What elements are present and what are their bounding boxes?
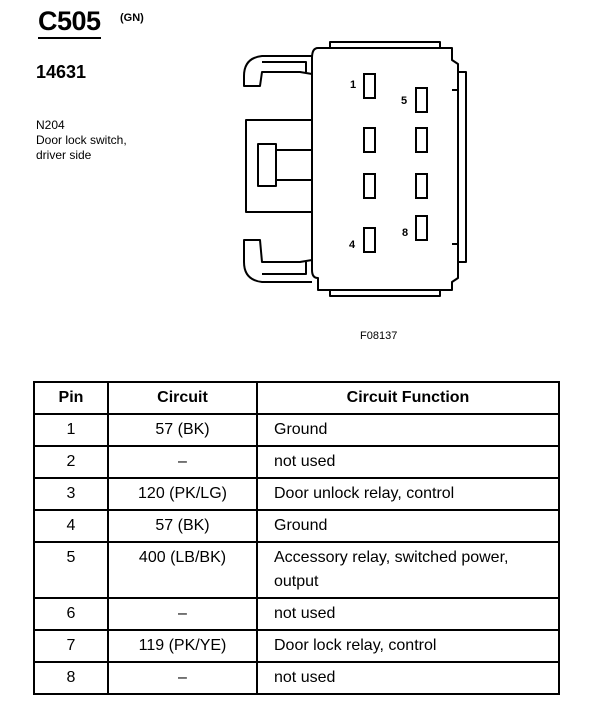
- connector-body: [311, 47, 459, 291]
- top-ridge: [329, 41, 441, 48]
- table-row: 2–not used: [33, 445, 560, 479]
- description-line: driver side: [36, 148, 92, 162]
- connector-description: N204 Door lock switch, driver side: [36, 118, 127, 163]
- header-pin: Pin: [33, 381, 109, 415]
- circuit-cell: 57 (BK): [107, 509, 258, 543]
- pin-cavity-5: [415, 87, 428, 113]
- table-row: 8–not used: [33, 661, 560, 695]
- pin-label-5: 5: [401, 95, 407, 107]
- pin-cell: 2: [33, 445, 109, 479]
- pin-cavity-8: [415, 215, 428, 241]
- pin-cavity-3: [363, 173, 376, 199]
- pin-cavity-7: [415, 173, 428, 199]
- circuit-cell: 400 (LB/BK): [107, 541, 258, 599]
- pin-cavity-4: [363, 227, 376, 253]
- description-line: Door lock switch,: [36, 133, 127, 147]
- bottom-ridge: [329, 290, 441, 297]
- description-line: N204: [36, 118, 65, 132]
- function-cell: not used: [256, 597, 560, 631]
- pin-cavity-1: [363, 73, 376, 99]
- function-cell: Door unlock relay, control: [256, 477, 560, 511]
- function-cell: Door lock relay, control: [256, 629, 560, 663]
- part-number: 14631: [36, 62, 87, 82]
- pin-cavity-2: [363, 127, 376, 153]
- function-cell: Accessory relay, switched power, output: [256, 541, 560, 599]
- function-cell: Ground: [256, 509, 560, 543]
- connector-id: C505: [38, 6, 101, 39]
- pin-cell: 8: [33, 661, 109, 695]
- pin-cavity-6: [415, 127, 428, 153]
- latch-top: [243, 55, 313, 87]
- lock-tab: [245, 119, 312, 213]
- circuit-cell: 57 (BK): [107, 413, 258, 447]
- connector-diagram: 1 5 4 8: [243, 41, 467, 297]
- function-cell: not used: [256, 445, 560, 479]
- table-row: 6–not used: [33, 597, 560, 631]
- pin-label-8: 8: [402, 227, 408, 239]
- circuit-cell: 119 (PK/YE): [107, 629, 258, 663]
- lock-tab-inner: [257, 143, 277, 187]
- pin-cell: 6: [33, 597, 109, 631]
- function-cell: not used: [256, 661, 560, 695]
- side-rail: [458, 71, 467, 263]
- circuit-cell: –: [107, 661, 258, 695]
- function-cell: Ground: [256, 413, 560, 447]
- pin-label-4: 4: [349, 239, 356, 251]
- pin-cell: 7: [33, 629, 109, 663]
- header-function: Circuit Function: [256, 381, 560, 415]
- pin-label-1: 1: [350, 79, 356, 91]
- pin-cell: 4: [33, 509, 109, 543]
- latch-bottom-inner: [262, 262, 307, 275]
- pin-cell: 3: [33, 477, 109, 511]
- circuit-cell: 120 (PK/LG): [107, 477, 258, 511]
- figure-id: F08137: [360, 330, 398, 342]
- circuit-cell: –: [107, 597, 258, 631]
- circuit-cell: –: [107, 445, 258, 479]
- pin-cell: 1: [33, 413, 109, 447]
- table-header-row: Pin Circuit Circuit Function: [33, 381, 560, 415]
- pin-cell: 5: [33, 541, 109, 599]
- latch-bottom: [243, 239, 313, 283]
- header-circuit: Circuit: [107, 381, 258, 415]
- latch-top-inner: [262, 61, 307, 72]
- connector-color: (GN): [120, 12, 144, 24]
